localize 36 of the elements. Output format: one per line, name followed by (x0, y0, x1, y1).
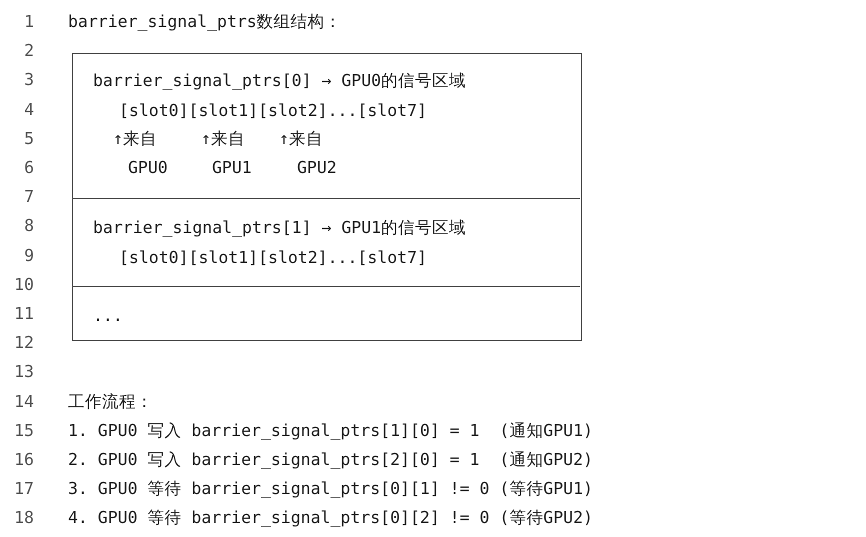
gpu-label: GPU2 (297, 158, 337, 178)
line-number: 15 (13, 420, 34, 441)
slot-row: [slot0][slot1][slot2]...[slot7] (119, 100, 427, 121)
line-number: 1 (23, 12, 34, 32)
section-heading: barrier_signal_ptrs[1] → GPU1的信号区域 (93, 218, 466, 238)
gpu-label: GPU0 (128, 158, 168, 178)
line-number: 6 (23, 158, 34, 178)
line-number: 17 (13, 479, 34, 500)
section-heading: barrier_signal_ptrs[0] → GPU0的信号区域 (93, 71, 466, 92)
line-number: 13 (13, 362, 34, 382)
line-number: 7 (23, 187, 34, 208)
source-arrow-text: ↑来自 (201, 128, 245, 149)
section-heading: 工作流程： (68, 392, 153, 412)
code-heading: barrier_signal_ptrs数组结构： (68, 12, 342, 32)
line-number: 8 (23, 216, 34, 236)
slot-row: [slot0][slot1][slot2]...[slot7] (119, 248, 427, 268)
line-number: 11 (13, 304, 34, 324)
source-arrow-text: ↑来自 (113, 128, 157, 149)
line-number: 4 (23, 100, 34, 120)
line-number: 3 (23, 70, 34, 90)
line-number: 2 (23, 41, 34, 62)
line-number: 9 (23, 246, 34, 266)
code-line: 4. GPU0 等待 barrier_signal_ptrs[0][2] != 0 (等待GPU2) (68, 508, 593, 528)
line-number: 18 (13, 508, 34, 528)
line-number: 14 (13, 392, 34, 412)
code-line: 2. GPU0 写入 barrier_signal_ptrs[2][0] = 1 (通知GPU2) (68, 450, 593, 470)
gpu-label: GPU1 (212, 158, 252, 178)
line-number: 12 (13, 333, 34, 354)
source-arrow-text: ↑来自 (279, 128, 323, 149)
section-heading: ... (93, 306, 123, 326)
line-number: 5 (23, 128, 34, 149)
line-number: 16 (13, 450, 34, 470)
code-line: 1. GPU0 写入 barrier_signal_ptrs[1][0] = 1 (通知GPU1) (68, 420, 593, 441)
code-line: 3. GPU0 等待 barrier_signal_ptrs[0][1] != 0 (等待GPU1) (68, 479, 593, 500)
line-number: 10 (13, 274, 34, 295)
array-box-frame (72, 53, 582, 342)
